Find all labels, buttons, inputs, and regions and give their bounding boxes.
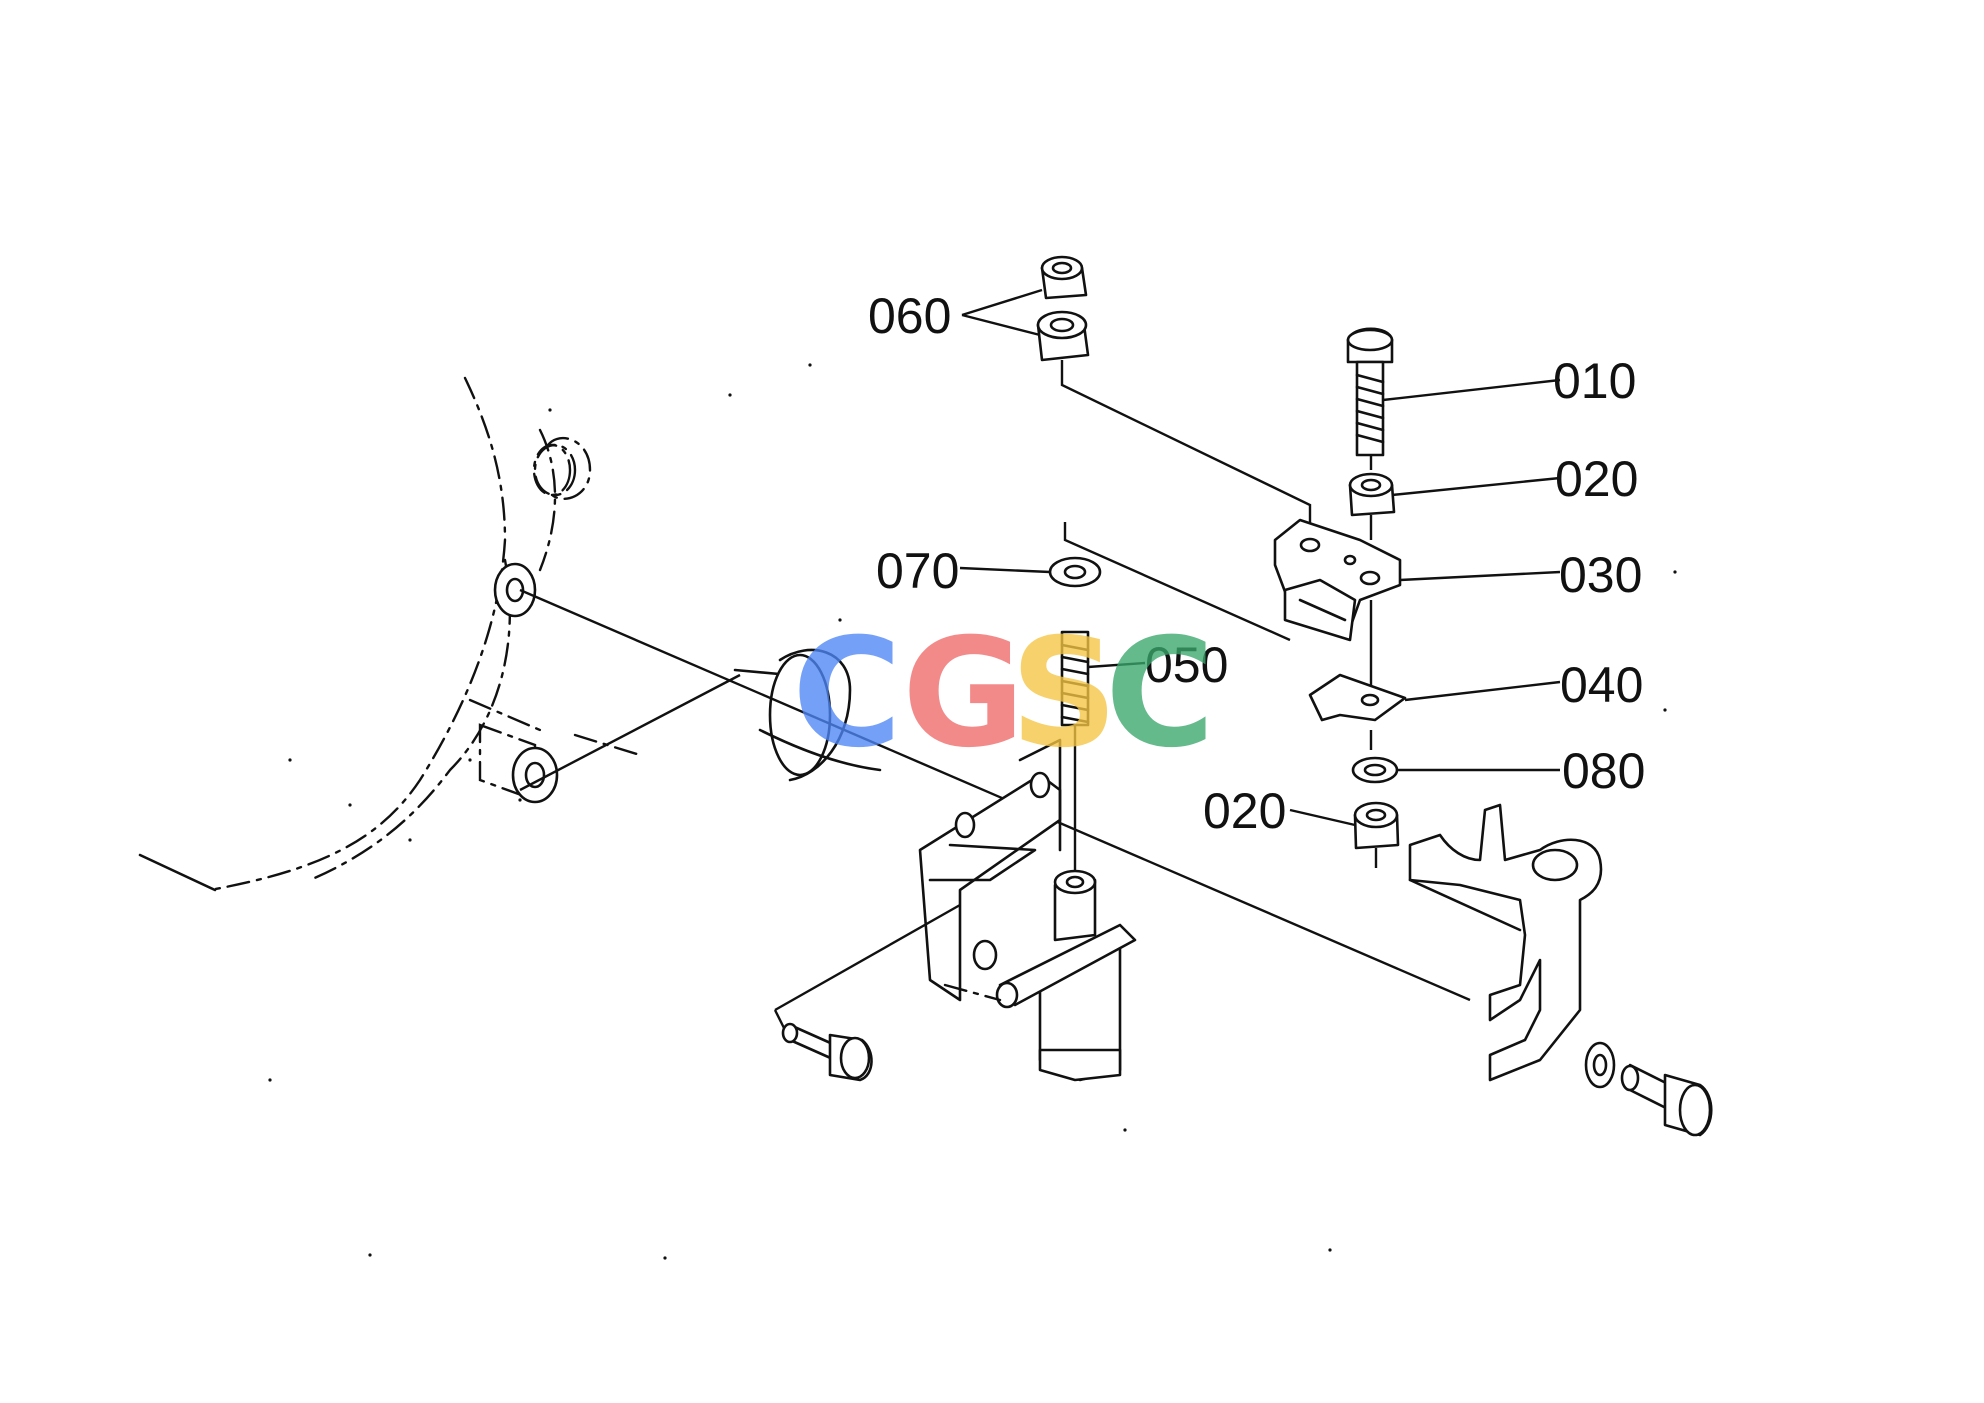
leader-lines [959,288,1561,827]
callout-labels: 060 010 020 070 030 050 040 080 020 [868,288,1645,839]
label-030: 030 [1559,547,1642,603]
stud-050 [1060,630,1090,870]
bracket-030 [1063,518,1402,642]
watermark-letter-s: S [1010,607,1118,781]
bolt-right [1584,1041,1713,1137]
watermark-letter-c2: C [1105,607,1215,781]
nut-060-axis [1060,360,1312,545]
housing-boss-bottom [478,723,559,804]
nut-060-bottom [1036,310,1090,362]
nut-020-upper [1348,472,1396,517]
housing-boss-top [493,562,537,618]
engine-housing [138,376,642,892]
lever-assembly [918,738,1137,1082]
watermark-letter-c1: C [792,607,902,781]
rod-cylinder [733,648,882,782]
washer-070 [1048,556,1102,588]
label-070: 070 [876,543,959,599]
label-060: 060 [868,288,951,344]
label-020-lower: 020 [1203,783,1286,839]
label-050: 050 [1145,637,1228,693]
plate-040 [1308,673,1407,722]
nut-020-lower [1353,801,1400,868]
housing-plug [532,436,592,500]
lower-center-line [519,673,741,792]
cgsc-watermark: C G S C [792,607,1215,781]
right-bracket [1408,803,1603,1082]
watermark-letter-g: G [902,607,1025,781]
nut-060-top [1040,255,1088,300]
bolt-010 [1346,327,1394,457]
label-080: 080 [1562,743,1645,799]
label-020-upper: 020 [1555,451,1638,507]
bolt-left [773,903,961,1082]
label-010: 010 [1553,353,1636,409]
center-line [519,588,1471,1002]
scan-specks [268,363,1677,1260]
washer-080 [1351,756,1399,784]
label-040: 040 [1560,657,1643,713]
